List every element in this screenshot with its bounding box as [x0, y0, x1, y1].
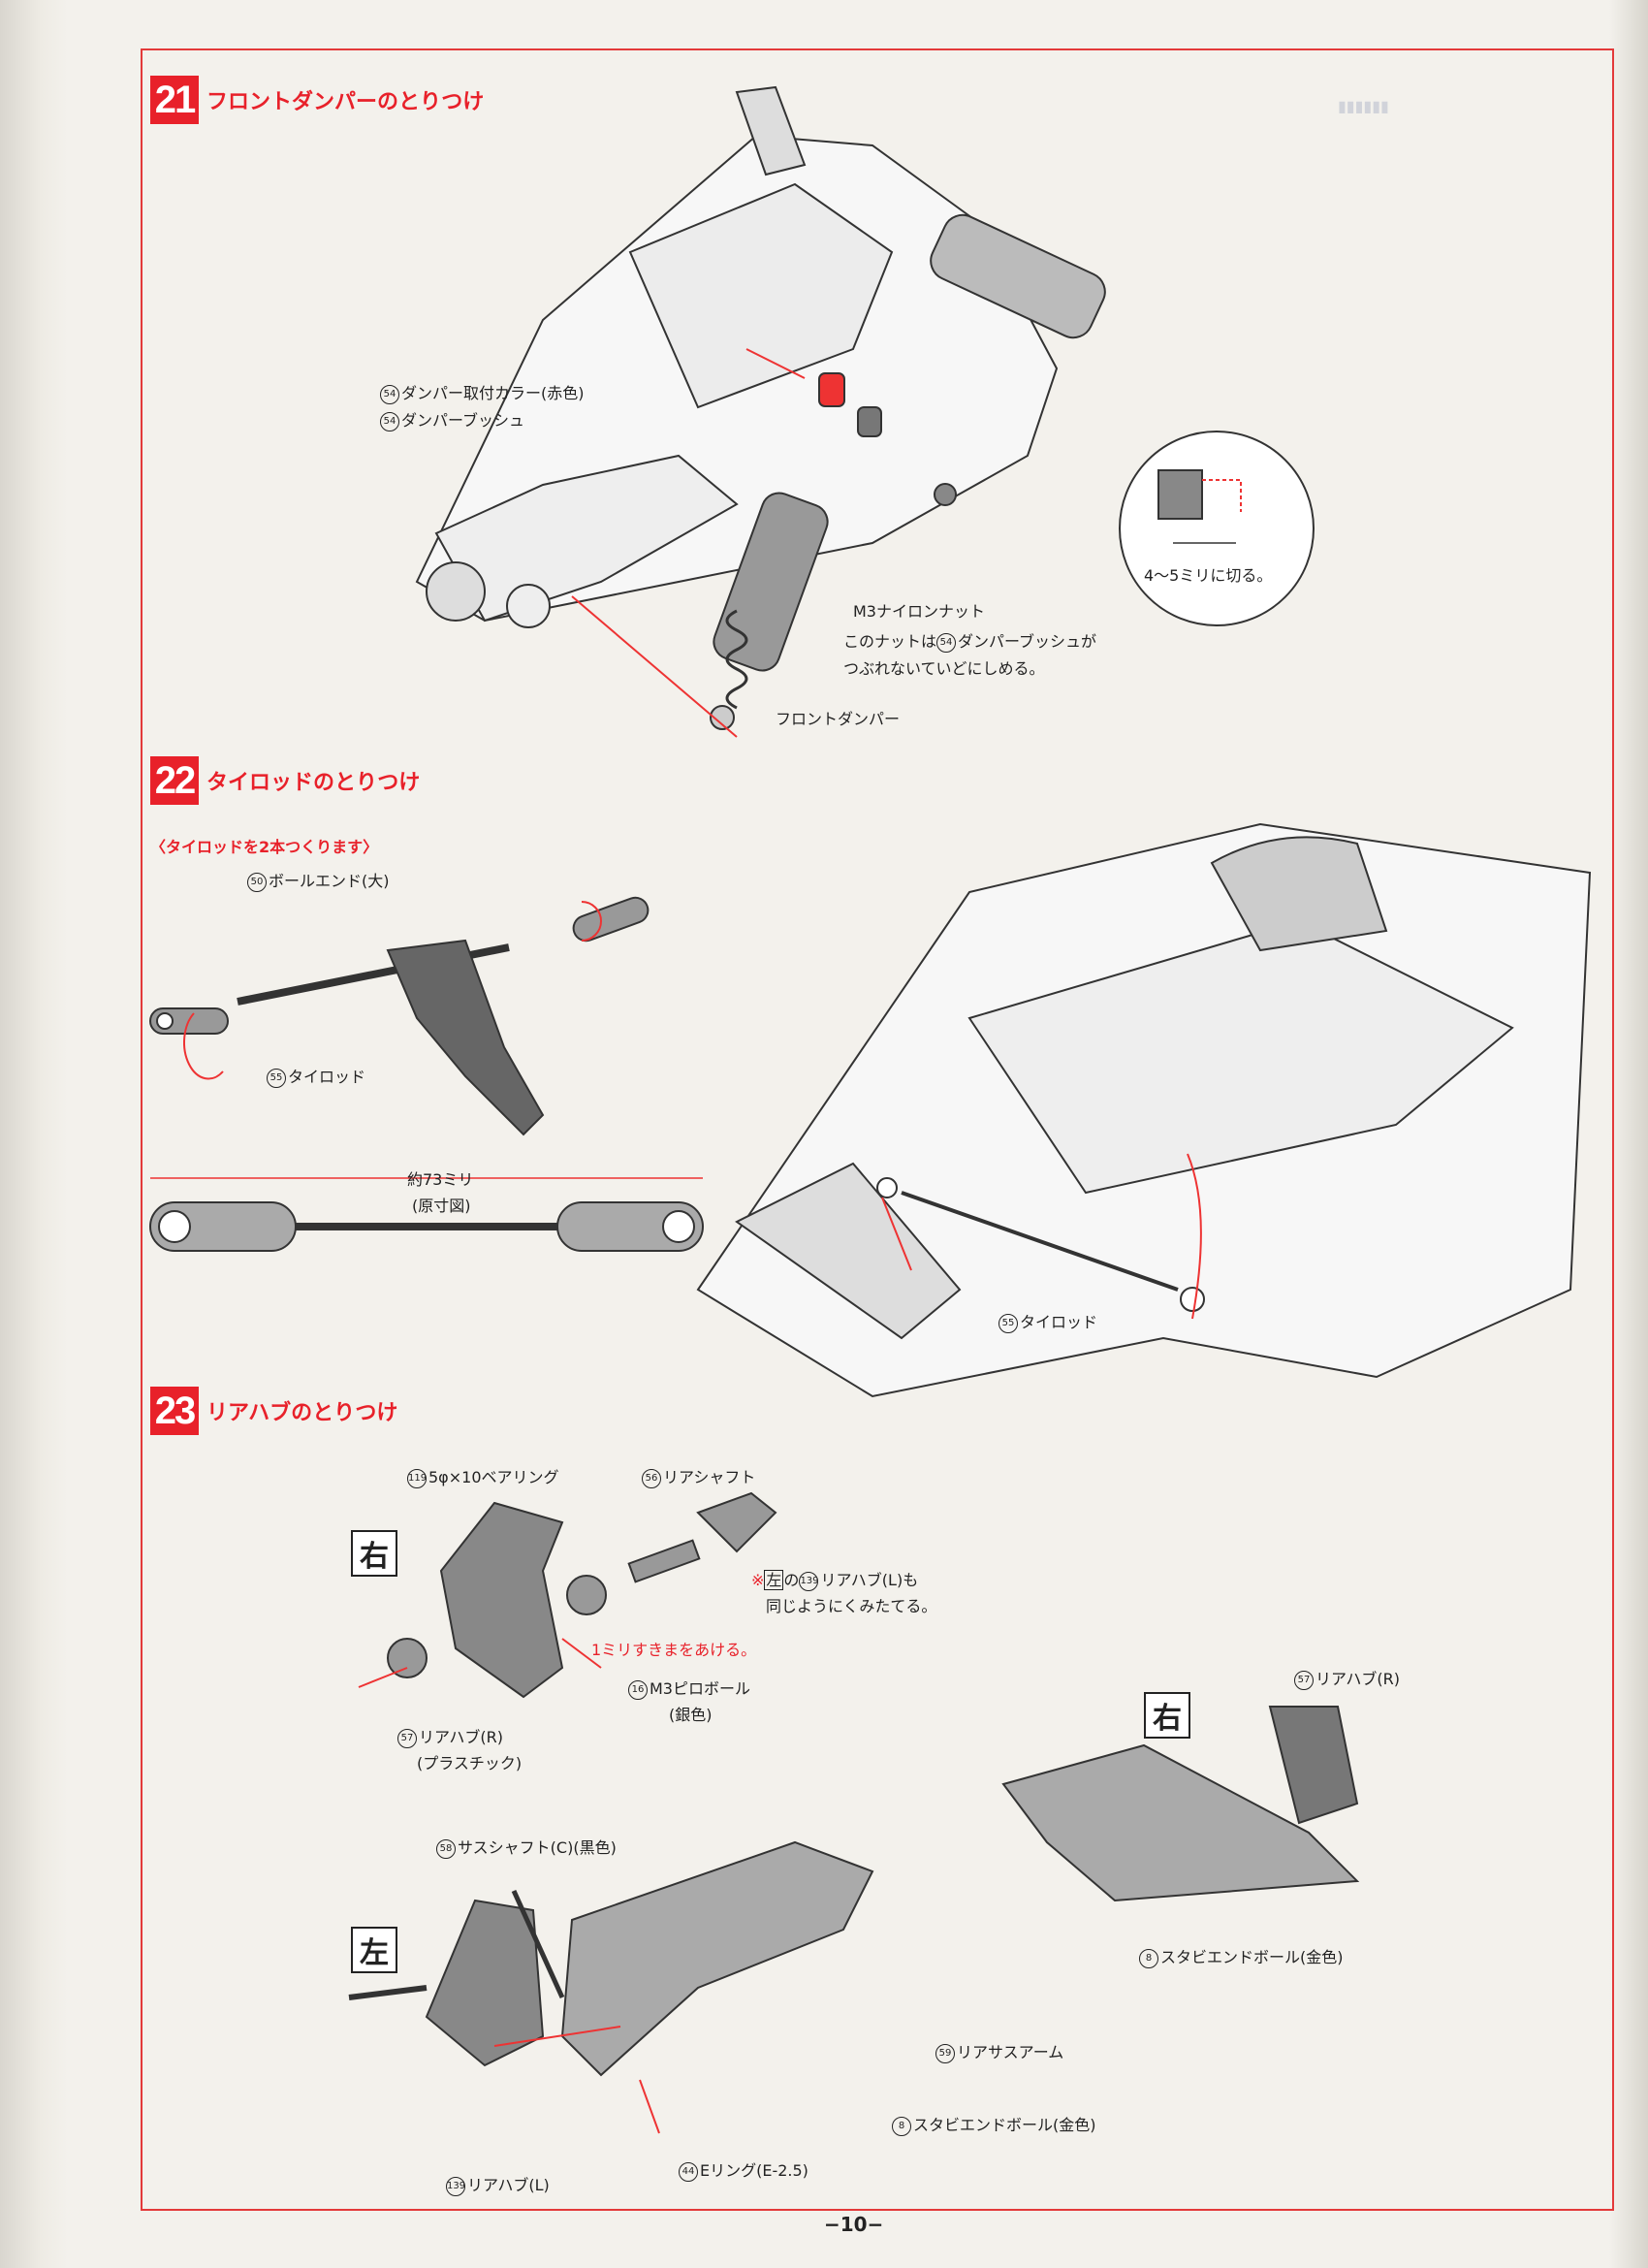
- step-number: 23: [150, 1387, 199, 1435]
- mark-right-1: 右: [351, 1530, 397, 1577]
- label-hub-r-sub: (プラスチック): [417, 1754, 523, 1773]
- page-frame: [141, 48, 1614, 2211]
- step-22-subtitle: 〈タイロッドを2本つくります〉: [150, 838, 379, 856]
- label-note-line2: 同じようにくみたてる。: [766, 1597, 937, 1615]
- step-title: タイロッドのとりつけ: [206, 771, 421, 795]
- page-number: −10−: [824, 2213, 884, 2236]
- page-binding-edge: [0, 0, 68, 2268]
- step-22-header: 22 タイロッドのとりつけ: [150, 756, 420, 805]
- step-21-header: 21 フロントダンパーのとりつけ: [150, 76, 484, 124]
- label-m3-nut: M3ナイロンナット: [853, 602, 985, 621]
- mark-left: 左: [351, 1927, 397, 1973]
- mark-right-2: 右: [1144, 1692, 1190, 1739]
- label-pillow-ball-sub: (銀色): [669, 1706, 713, 1724]
- step-title: フロントダンパーのとりつけ: [206, 90, 485, 114]
- label-cut-length: 4〜5ミリに切る。: [1144, 566, 1273, 585]
- page-right-edge: [1609, 0, 1648, 2268]
- step-title: リアハブのとりつけ: [206, 1401, 398, 1425]
- step-23-header: 23 リアハブのとりつけ: [150, 1387, 397, 1435]
- label-length-note: (原寸図): [412, 1197, 471, 1215]
- label-length: 約73ミリ: [407, 1170, 474, 1189]
- label-front-damper: フロントダンパー: [776, 710, 901, 728]
- bleed-through: ▮▮▮▮▮▮: [1338, 97, 1389, 115]
- step-number: 21: [150, 76, 199, 124]
- label-nut-note-2: つぶれないていどにしめる。: [843, 659, 1045, 678]
- step-number: 22: [150, 756, 199, 805]
- label-gap: 1ミリすきまをあける。: [591, 1641, 757, 1659]
